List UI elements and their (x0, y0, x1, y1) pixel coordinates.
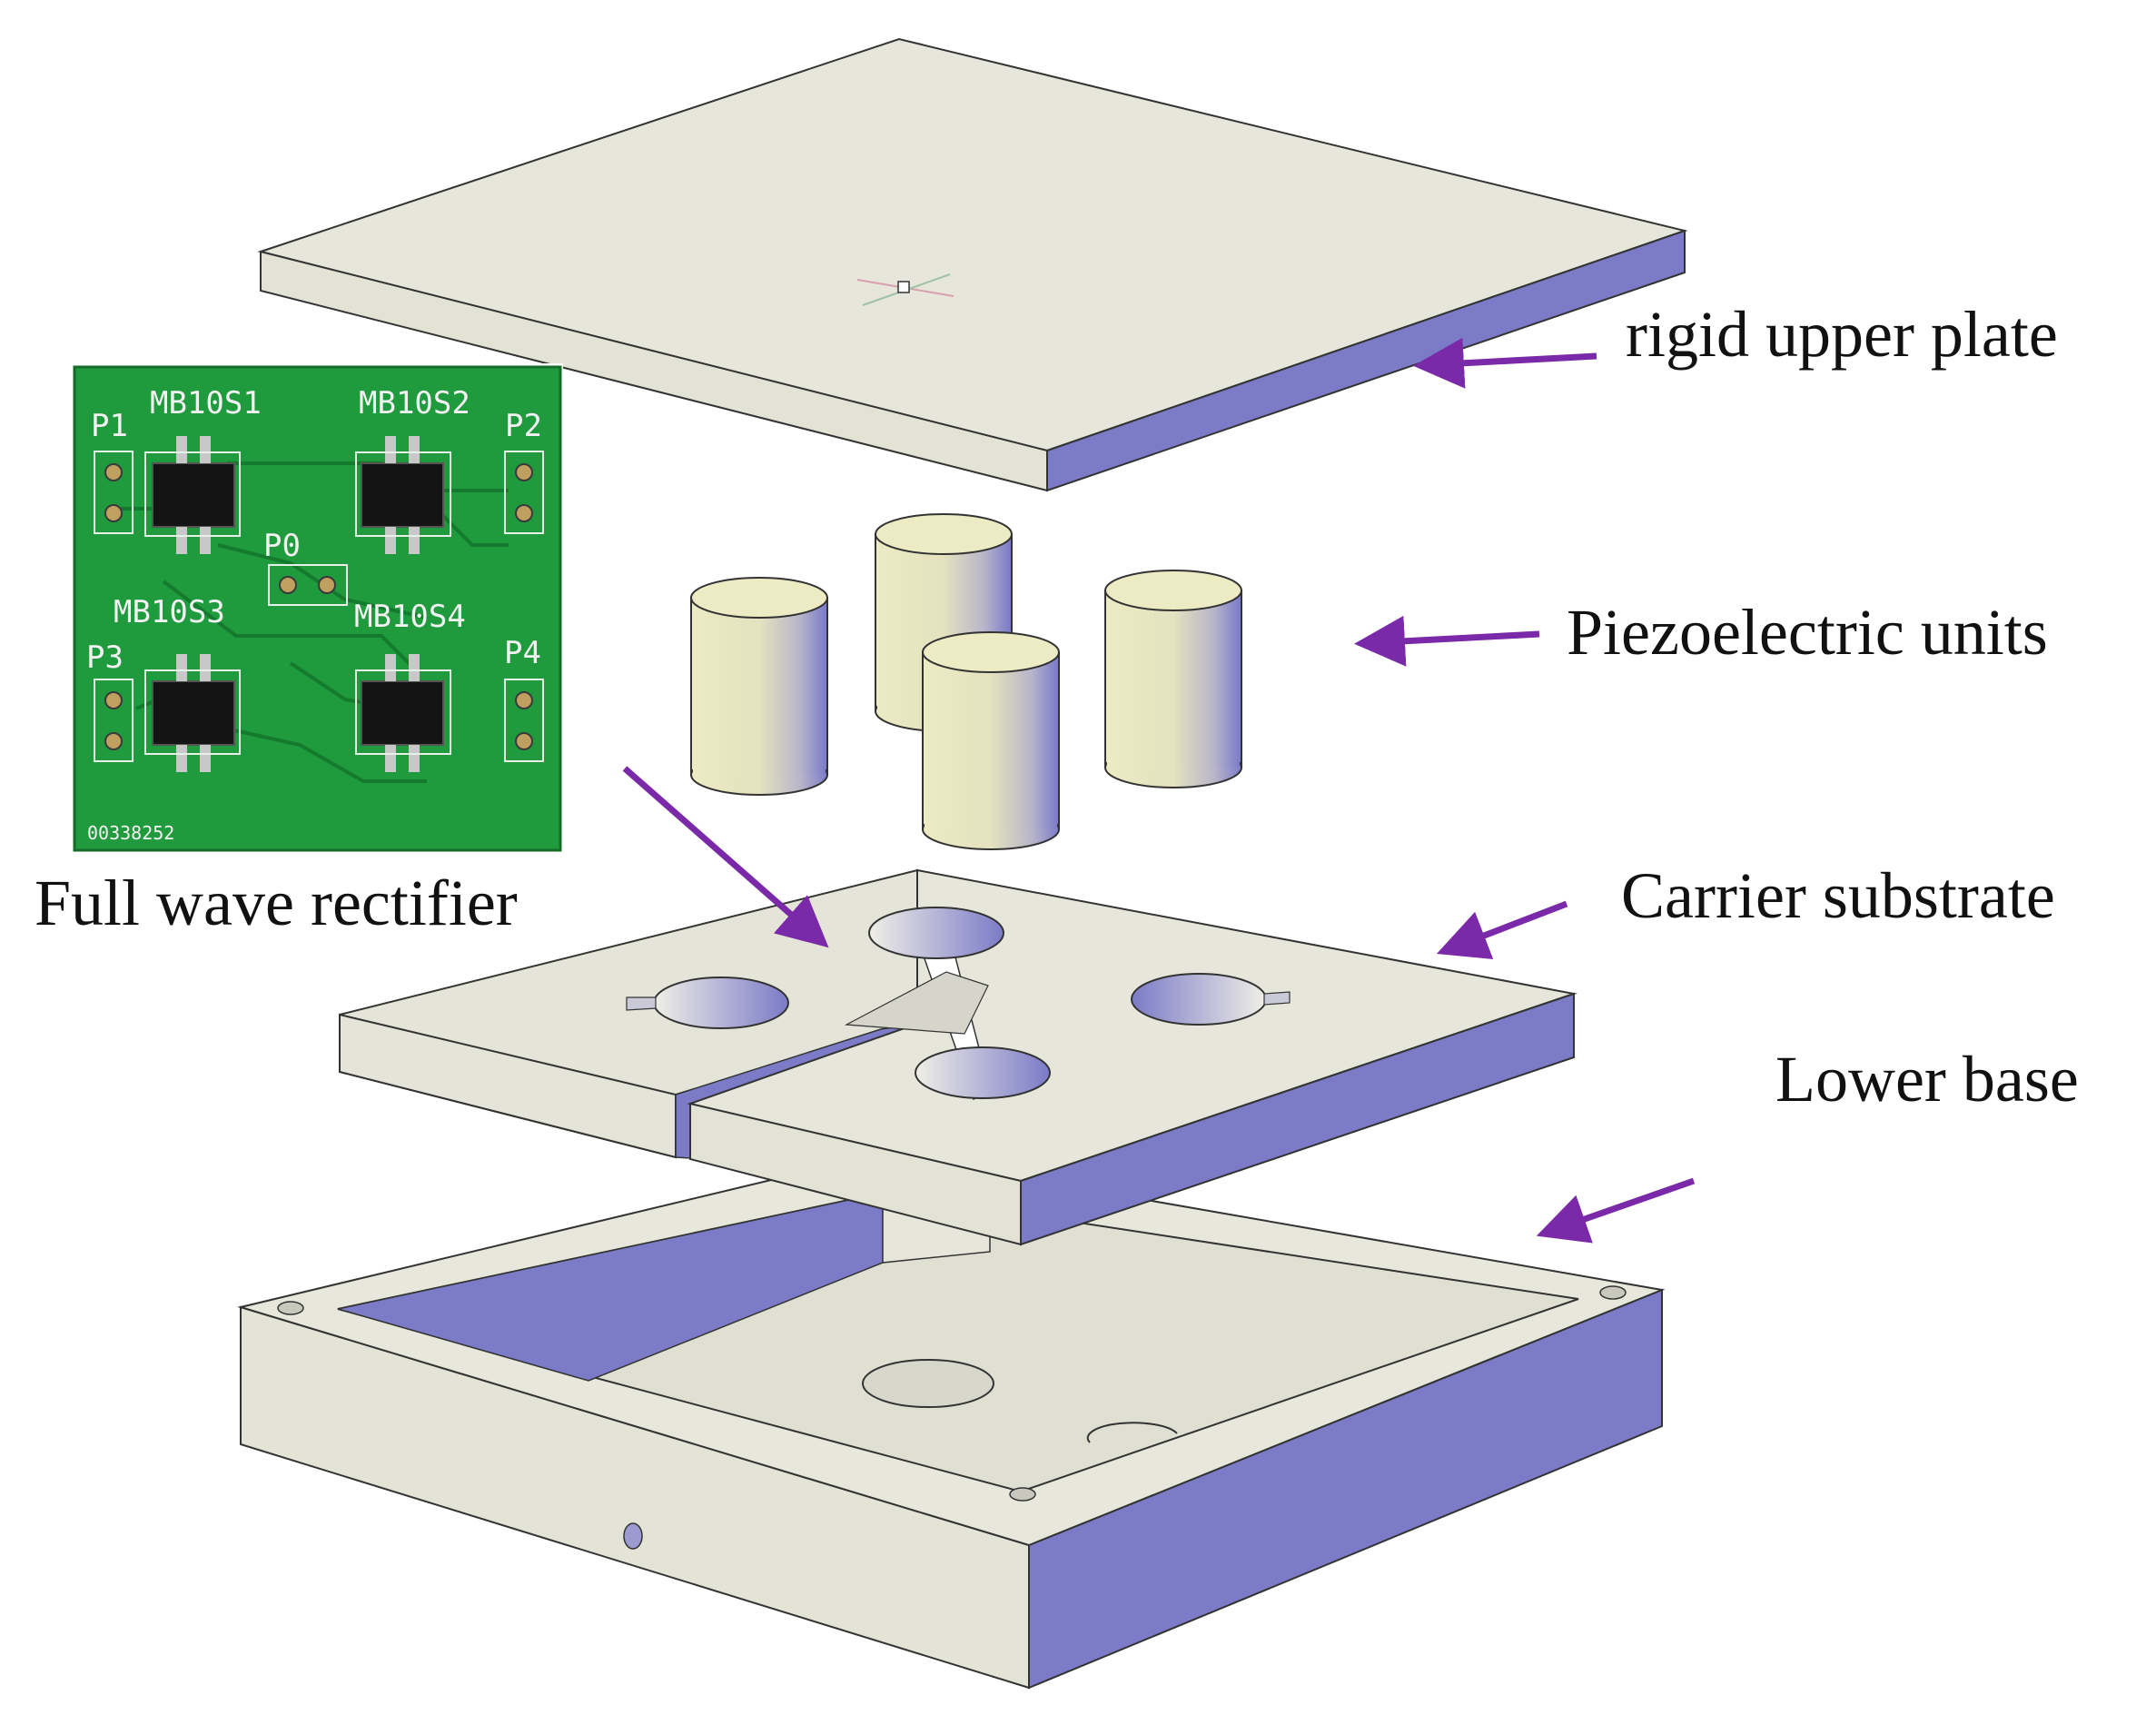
pad-label-p0: P0 (263, 528, 301, 564)
piezoelectric-cylinders (690, 513, 1242, 850)
pad-label-p1: P1 (91, 408, 128, 444)
label-piezoelectric-units: Piezoelectric units (1567, 596, 2048, 669)
arrow-carrier (1436, 900, 1568, 960)
arrow-lower-base (1536, 1177, 1696, 1244)
bridge-rectifier-chip (361, 436, 444, 554)
pad-label-p2: P2 (505, 408, 542, 444)
callout-arrows (622, 337, 1696, 1244)
pad-label-p4: P4 (504, 635, 541, 671)
arrow-upper-plate (1413, 337, 1597, 389)
piezo-cylinder (690, 577, 828, 796)
label-full-wave-rectifier: Full wave rectifier (35, 867, 518, 939)
bridge-rectifier-chip (152, 436, 235, 554)
label-rigid-upper-plate: rigid upper plate (1626, 298, 2058, 371)
chip-label-mb10s4: MB10S4 (354, 599, 466, 635)
pad-label-p3: P3 (86, 639, 124, 676)
full-wave-rectifier-pcb: MB10S1 MB10S2 MB10S3 MB10S4 P1 P2 P0 P3 … (71, 363, 563, 854)
piezo-cylinder (922, 631, 1060, 850)
piezo-cylinder (1104, 570, 1242, 788)
chip-label-mb10s2: MB10S2 (359, 385, 470, 421)
arrow-piezo (1354, 615, 1540, 667)
label-carrier-substrate: Carrier substrate (1621, 859, 2055, 932)
chip-label-mb10s3: MB10S3 (114, 594, 225, 630)
center-origin-marker (856, 273, 954, 306)
label-lower-base: Lower base (1775, 1043, 2079, 1115)
carrier-substrate (339, 868, 1577, 1246)
arrow-rectifier (622, 766, 829, 948)
bridge-rectifier-chip (152, 654, 235, 772)
chip-label-mb10s1: MB10S1 (150, 385, 262, 421)
pcb-serial: 00338252 (87, 822, 174, 844)
bridge-rectifier-chip (361, 654, 444, 772)
rigid-upper-plate (257, 37, 1688, 492)
lower-base (237, 1152, 1666, 1690)
